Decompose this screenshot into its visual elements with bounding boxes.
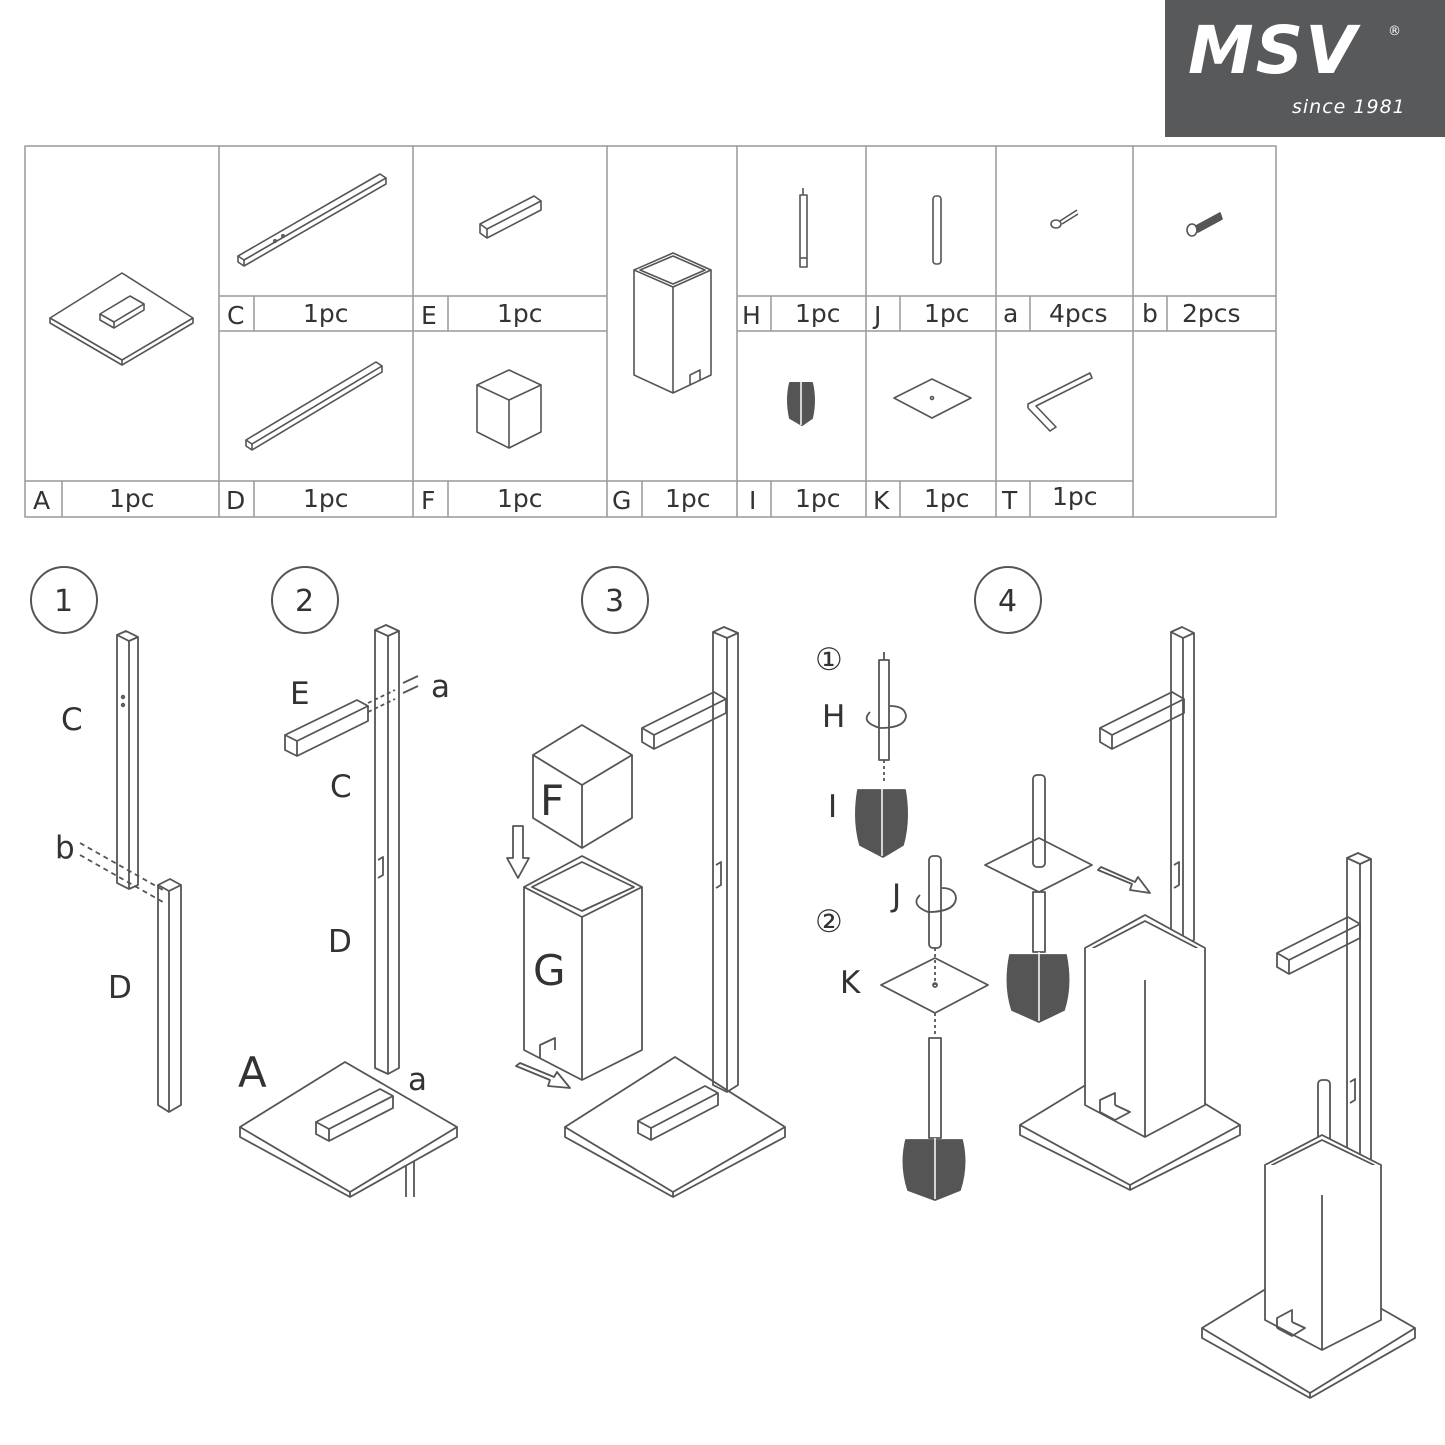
part-qty-a: 4pcs bbox=[1049, 299, 1108, 328]
brand-logo bbox=[1165, 0, 1445, 137]
part-letter-t: T bbox=[1001, 486, 1018, 515]
step2-label-e: E bbox=[290, 676, 310, 712]
step4-label-k: K bbox=[840, 965, 861, 1001]
part-letter-k: K bbox=[873, 486, 890, 515]
step2-label-base: A bbox=[238, 1048, 267, 1097]
short-arm-icon bbox=[479, 195, 542, 239]
part-letter-f: F bbox=[421, 486, 435, 515]
container-icon bbox=[633, 252, 712, 394]
parts-table bbox=[24, 145, 1277, 518]
step-4-sub-assembly bbox=[855, 652, 989, 1201]
registered-mark: ® bbox=[1388, 24, 1401, 39]
bolt-icon bbox=[1186, 212, 1223, 237]
svg-text:1: 1 bbox=[54, 584, 73, 619]
small-screw-icon bbox=[1050, 209, 1079, 229]
step2-label-a-top: a bbox=[431, 669, 450, 705]
handle-rod-icon bbox=[932, 195, 942, 265]
part-qty-d: 1pc bbox=[303, 484, 349, 513]
part-letter-d: D bbox=[226, 486, 245, 515]
step-2-illustration bbox=[239, 624, 458, 1198]
part-letter-i: I bbox=[749, 486, 756, 515]
step4-label-h: H bbox=[822, 699, 845, 735]
part-qty-b: 2pcs bbox=[1182, 299, 1241, 328]
part-letter-g: G bbox=[612, 486, 631, 515]
svg-text:3: 3 bbox=[605, 584, 624, 619]
step-2-number: 2 bbox=[271, 566, 339, 634]
brand-tagline: since 1981 bbox=[1292, 96, 1406, 118]
step3-label-f: F bbox=[540, 776, 564, 825]
part-qty-k: 1pc bbox=[924, 484, 970, 513]
long-bar-icon bbox=[237, 173, 387, 267]
part-qty-e: 1pc bbox=[497, 299, 543, 328]
step-3-illustration bbox=[506, 626, 786, 1198]
step3-label-g: G bbox=[533, 946, 566, 995]
step4-sub1-label: ① bbox=[815, 642, 843, 678]
part-qty-g: 1pc bbox=[665, 484, 711, 513]
step4-label-j: J bbox=[890, 878, 901, 914]
part-qty-f: 1pc bbox=[497, 484, 543, 513]
part-letter-c: C bbox=[227, 301, 244, 330]
part-letter-b: b bbox=[1142, 299, 1158, 328]
step-4-number: 4 bbox=[974, 566, 1042, 634]
step-3-number: 3 bbox=[581, 566, 649, 634]
hex-key-icon bbox=[1027, 372, 1093, 432]
lid-plate-icon bbox=[893, 378, 972, 419]
part-qty-j: 1pc bbox=[924, 299, 970, 328]
part-qty-a-base: 1pc bbox=[109, 484, 155, 513]
part-letter-a-base: A bbox=[33, 486, 50, 515]
part-qty-i: 1pc bbox=[795, 484, 841, 513]
brush-head-icon bbox=[787, 378, 815, 426]
svg-text:2: 2 bbox=[295, 584, 314, 619]
part-letter-j: J bbox=[872, 301, 881, 330]
step1-label-b: b bbox=[55, 830, 75, 866]
base-plate-icon bbox=[49, 272, 194, 366]
step1-label-c: C bbox=[61, 702, 83, 738]
step-4-stand-complete bbox=[1201, 852, 1416, 1399]
step-1-number: 1 bbox=[30, 566, 98, 634]
step4-label-i: I bbox=[828, 789, 837, 825]
part-qty-h: 1pc bbox=[795, 299, 841, 328]
step2-label-d: D bbox=[328, 924, 352, 960]
threaded-rod-icon bbox=[799, 188, 808, 268]
insert-cup-icon bbox=[476, 369, 542, 449]
part-letter-h: H bbox=[742, 301, 761, 330]
part-qty-t: 1pc bbox=[1052, 482, 1098, 511]
long-bar-icon-d bbox=[245, 361, 383, 451]
step-4-stand-open bbox=[1019, 626, 1241, 1191]
step-1-illustration bbox=[79, 630, 182, 1113]
part-qty-c: 1pc bbox=[303, 299, 349, 328]
step2-label-a-bottom: a bbox=[408, 1062, 427, 1098]
step4-sub2-label: ② bbox=[815, 904, 843, 940]
brand-name: MSV bbox=[1188, 12, 1359, 89]
step-4-brush-insert bbox=[984, 774, 1151, 1023]
part-letter-e: E bbox=[421, 301, 437, 330]
svg-text:4: 4 bbox=[998, 584, 1017, 619]
step1-label-d: D bbox=[108, 970, 132, 1006]
part-letter-a: a bbox=[1003, 299, 1018, 328]
step2-label-c: C bbox=[330, 769, 352, 805]
